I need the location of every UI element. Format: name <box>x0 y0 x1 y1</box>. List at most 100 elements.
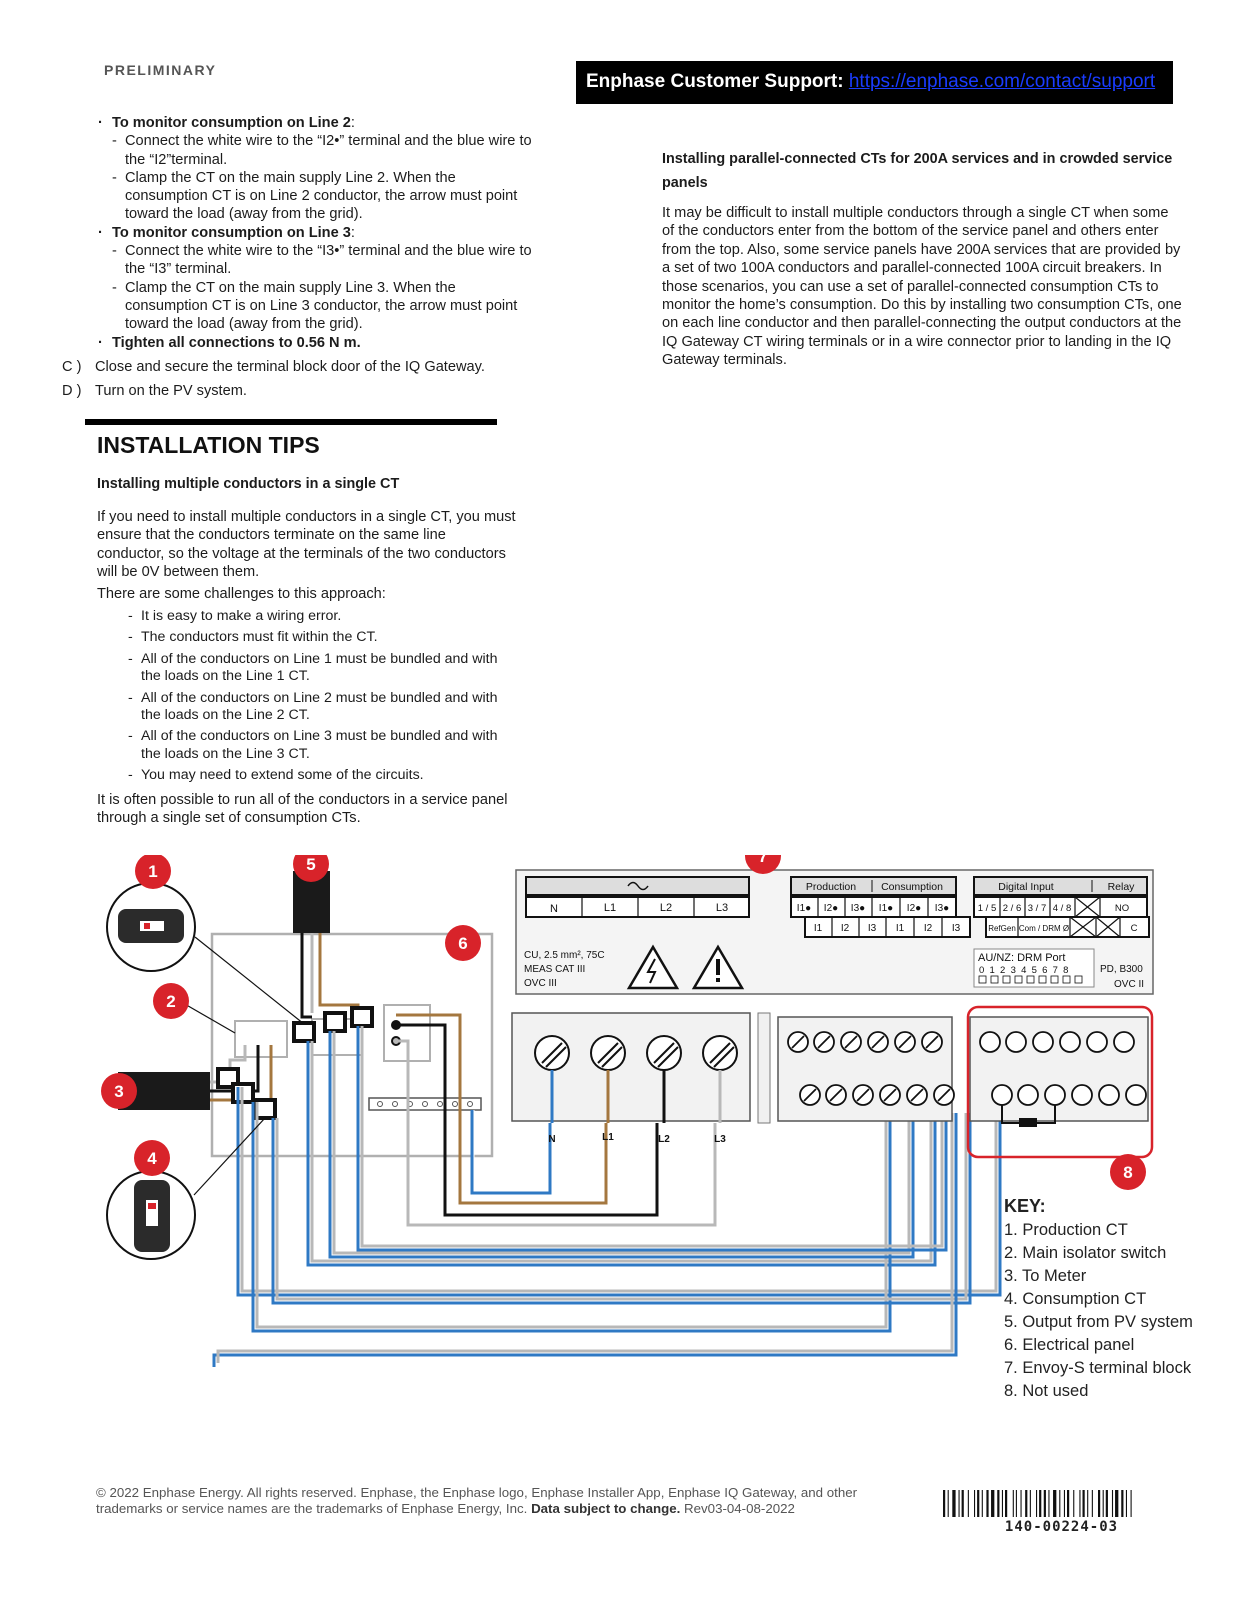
production-ct-icon <box>106 882 196 972</box>
callout-badge <box>101 1073 137 1109</box>
ct-bottom-label: I3 <box>952 923 961 934</box>
not-used-outline <box>966 1005 1154 1159</box>
electrical-panel <box>210 932 494 1158</box>
tips-paragraph-2: There are some challenges to this approa… <box>97 586 386 602</box>
callout-badge <box>153 983 189 1019</box>
wiring-diagram: N L1 L2 L3 Production Consumption I1● I2… <box>101 855 1154 1367</box>
callout-badge <box>135 855 171 889</box>
list-item: It is easy to make a wiring error. <box>97 608 517 626</box>
step-d: D )Turn on the PV system. <box>62 383 247 400</box>
key-item: 6. Electrical panel <box>1004 1336 1135 1354</box>
callout-number: 4 <box>147 1149 157 1168</box>
footer-revision: Rev03-04-08-2022 <box>684 1501 795 1517</box>
ct-bottom-label: I1 <box>814 923 823 934</box>
support-banner: Enphase Customer Support: https://enphas… <box>576 61 1173 104</box>
footer-disclaimer: Data subject to change. <box>531 1501 681 1517</box>
callout-number: 1 <box>148 862 157 881</box>
callout-badge <box>293 855 329 882</box>
key-item: 2. Main isolator switch <box>1004 1244 1167 1262</box>
callout-badge <box>445 925 481 961</box>
power-term-l2: L2 <box>660 902 672 914</box>
section-divider <box>85 419 497 425</box>
isolator-switch <box>234 1020 288 1058</box>
wire-label-l2: L2 <box>658 1134 670 1145</box>
callout-number: 8 <box>1123 1163 1132 1182</box>
callout-badge <box>745 855 781 874</box>
challenges-list: It is easy to make a wiring error. The c… <box>97 608 517 789</box>
parallel-cts-body: It may be difficult to install multiple … <box>662 205 1182 369</box>
pd-rating: PD, B300 <box>1100 964 1143 975</box>
ct-consumption-label: Consumption <box>881 881 943 893</box>
drm-port-title: AU/NZ: DRM Port <box>978 952 1065 964</box>
footer-copyright: © 2022 Enphase Energy. All rights reserv… <box>96 1485 858 1517</box>
wire-label-l1: L1 <box>602 1132 614 1143</box>
ct-bottom-label: I1 <box>896 923 905 934</box>
list-item: The conductors must fit within the CT. <box>97 629 517 647</box>
ct-top-label: I2● <box>907 903 921 914</box>
ct-bottom-label: I3 <box>868 923 877 934</box>
spec-line-3: OVC III <box>524 978 557 989</box>
support-link[interactable]: https://enphase.com/contact/support <box>848 71 1156 92</box>
wire-label-l3: L3 <box>714 1134 726 1145</box>
multiple-conductors-heading: Installing multiple conductors in a sing… <box>97 476 400 492</box>
callout-badge <box>1110 1154 1146 1190</box>
list-item: All of the conductors on Line 2 must be … <box>97 690 517 725</box>
line3-step-2: Clamp the CT on the main supply Line 3. … <box>62 279 532 334</box>
callout-number: 3 <box>114 1082 123 1101</box>
tips-paragraph-3: It is often possible to run all of the c… <box>97 792 508 827</box>
ct-top-label: I3● <box>935 903 949 914</box>
relay-no-label: NO <box>1115 903 1129 914</box>
power-term-l3: L3 <box>716 902 728 914</box>
key-item: 5. Output from PV system <box>1004 1313 1193 1331</box>
ct-top-label: I2● <box>824 903 838 914</box>
relay-label: Relay <box>1108 881 1136 893</box>
wire-label-n: N <box>548 1134 555 1145</box>
di-bottom-label: RefGen <box>988 924 1016 933</box>
ovc-rating: OVC II <box>1114 979 1144 990</box>
installation-tips-heading: INSTALLATION TIPS <box>97 432 320 458</box>
list-item: All of the conductors on Line 1 must be … <box>97 651 517 686</box>
line2-step-2: Clamp the CT on the main supply Line 2. … <box>62 169 532 224</box>
key-item: 1. Production CT <box>1004 1221 1128 1239</box>
spec-line-2: MEAS CAT III <box>524 964 585 975</box>
key-item: 4. Consumption CT <box>1004 1290 1147 1308</box>
key-item: 8. Not used <box>1004 1382 1089 1400</box>
key-title: KEY: <box>1004 1196 1046 1216</box>
caution-warning-icon <box>691 944 745 990</box>
key-item: 3. To Meter <box>1004 1267 1087 1285</box>
line3-heading: To monitor consumption on Line 3: <box>62 224 532 243</box>
diagram-key: KEY: 1. Production CT 2. Main isolator s… <box>1004 1195 1193 1403</box>
callout-number: 2 <box>166 992 175 1011</box>
callout-badge <box>134 1140 170 1176</box>
key-item: 7. Envoy-S terminal block <box>1004 1359 1192 1377</box>
ct-bottom-label: I2 <box>841 923 850 934</box>
consumption-ct-icon <box>106 1170 196 1260</box>
di-top-label: 3 / 7 <box>1028 903 1047 914</box>
drm-port-numbers: 0 1 2 3 4 5 6 7 8 <box>979 965 1070 976</box>
barcode-number: 140-00224-03 <box>1004 1519 1119 1535</box>
relay-c-label: C <box>1131 923 1138 934</box>
line2-step-1: Connect the white wire to the “I2•” term… <box>62 132 532 169</box>
list-item: You may need to extend some of the circu… <box>97 767 517 785</box>
tighten-note: Tighten all connections to 0.56 N m. <box>62 334 532 353</box>
preliminary-label: PRELIMINARY <box>104 62 217 78</box>
ct-production-label: Production <box>806 881 856 893</box>
shock-warning-icon <box>626 944 680 990</box>
ct-top-label: I1● <box>879 903 893 914</box>
support-label: Enphase Customer Support: <box>586 71 844 92</box>
callout-number: 5 <box>306 855 315 874</box>
line3-step-1: Connect the white wire to the “I3•” term… <box>62 242 532 279</box>
parallel-cts-heading: Installing parallel-connected CTs for 20… <box>662 151 1173 191</box>
di-top-label: 2 / 6 <box>1003 903 1022 914</box>
ct-top-label: I3● <box>851 903 865 914</box>
line2-heading: To monitor consumption on Line 2: <box>62 114 532 133</box>
digital-input-label: Digital Input <box>998 881 1054 893</box>
callout-number: 7 <box>758 855 767 866</box>
di-bottom-label: Com / DRM Ø <box>1019 924 1069 933</box>
di-top-label: 4 / 8 <box>1053 903 1072 914</box>
list-item: All of the conductors on Line 3 must be … <box>97 728 517 763</box>
ct-top-label: I1● <box>797 903 811 914</box>
monitoring-instructions: To monitor consumption on Line 2: Connec… <box>62 114 532 400</box>
tips-paragraph-1: If you need to install multiple conducto… <box>97 509 516 580</box>
callout-number: 6 <box>458 934 467 953</box>
